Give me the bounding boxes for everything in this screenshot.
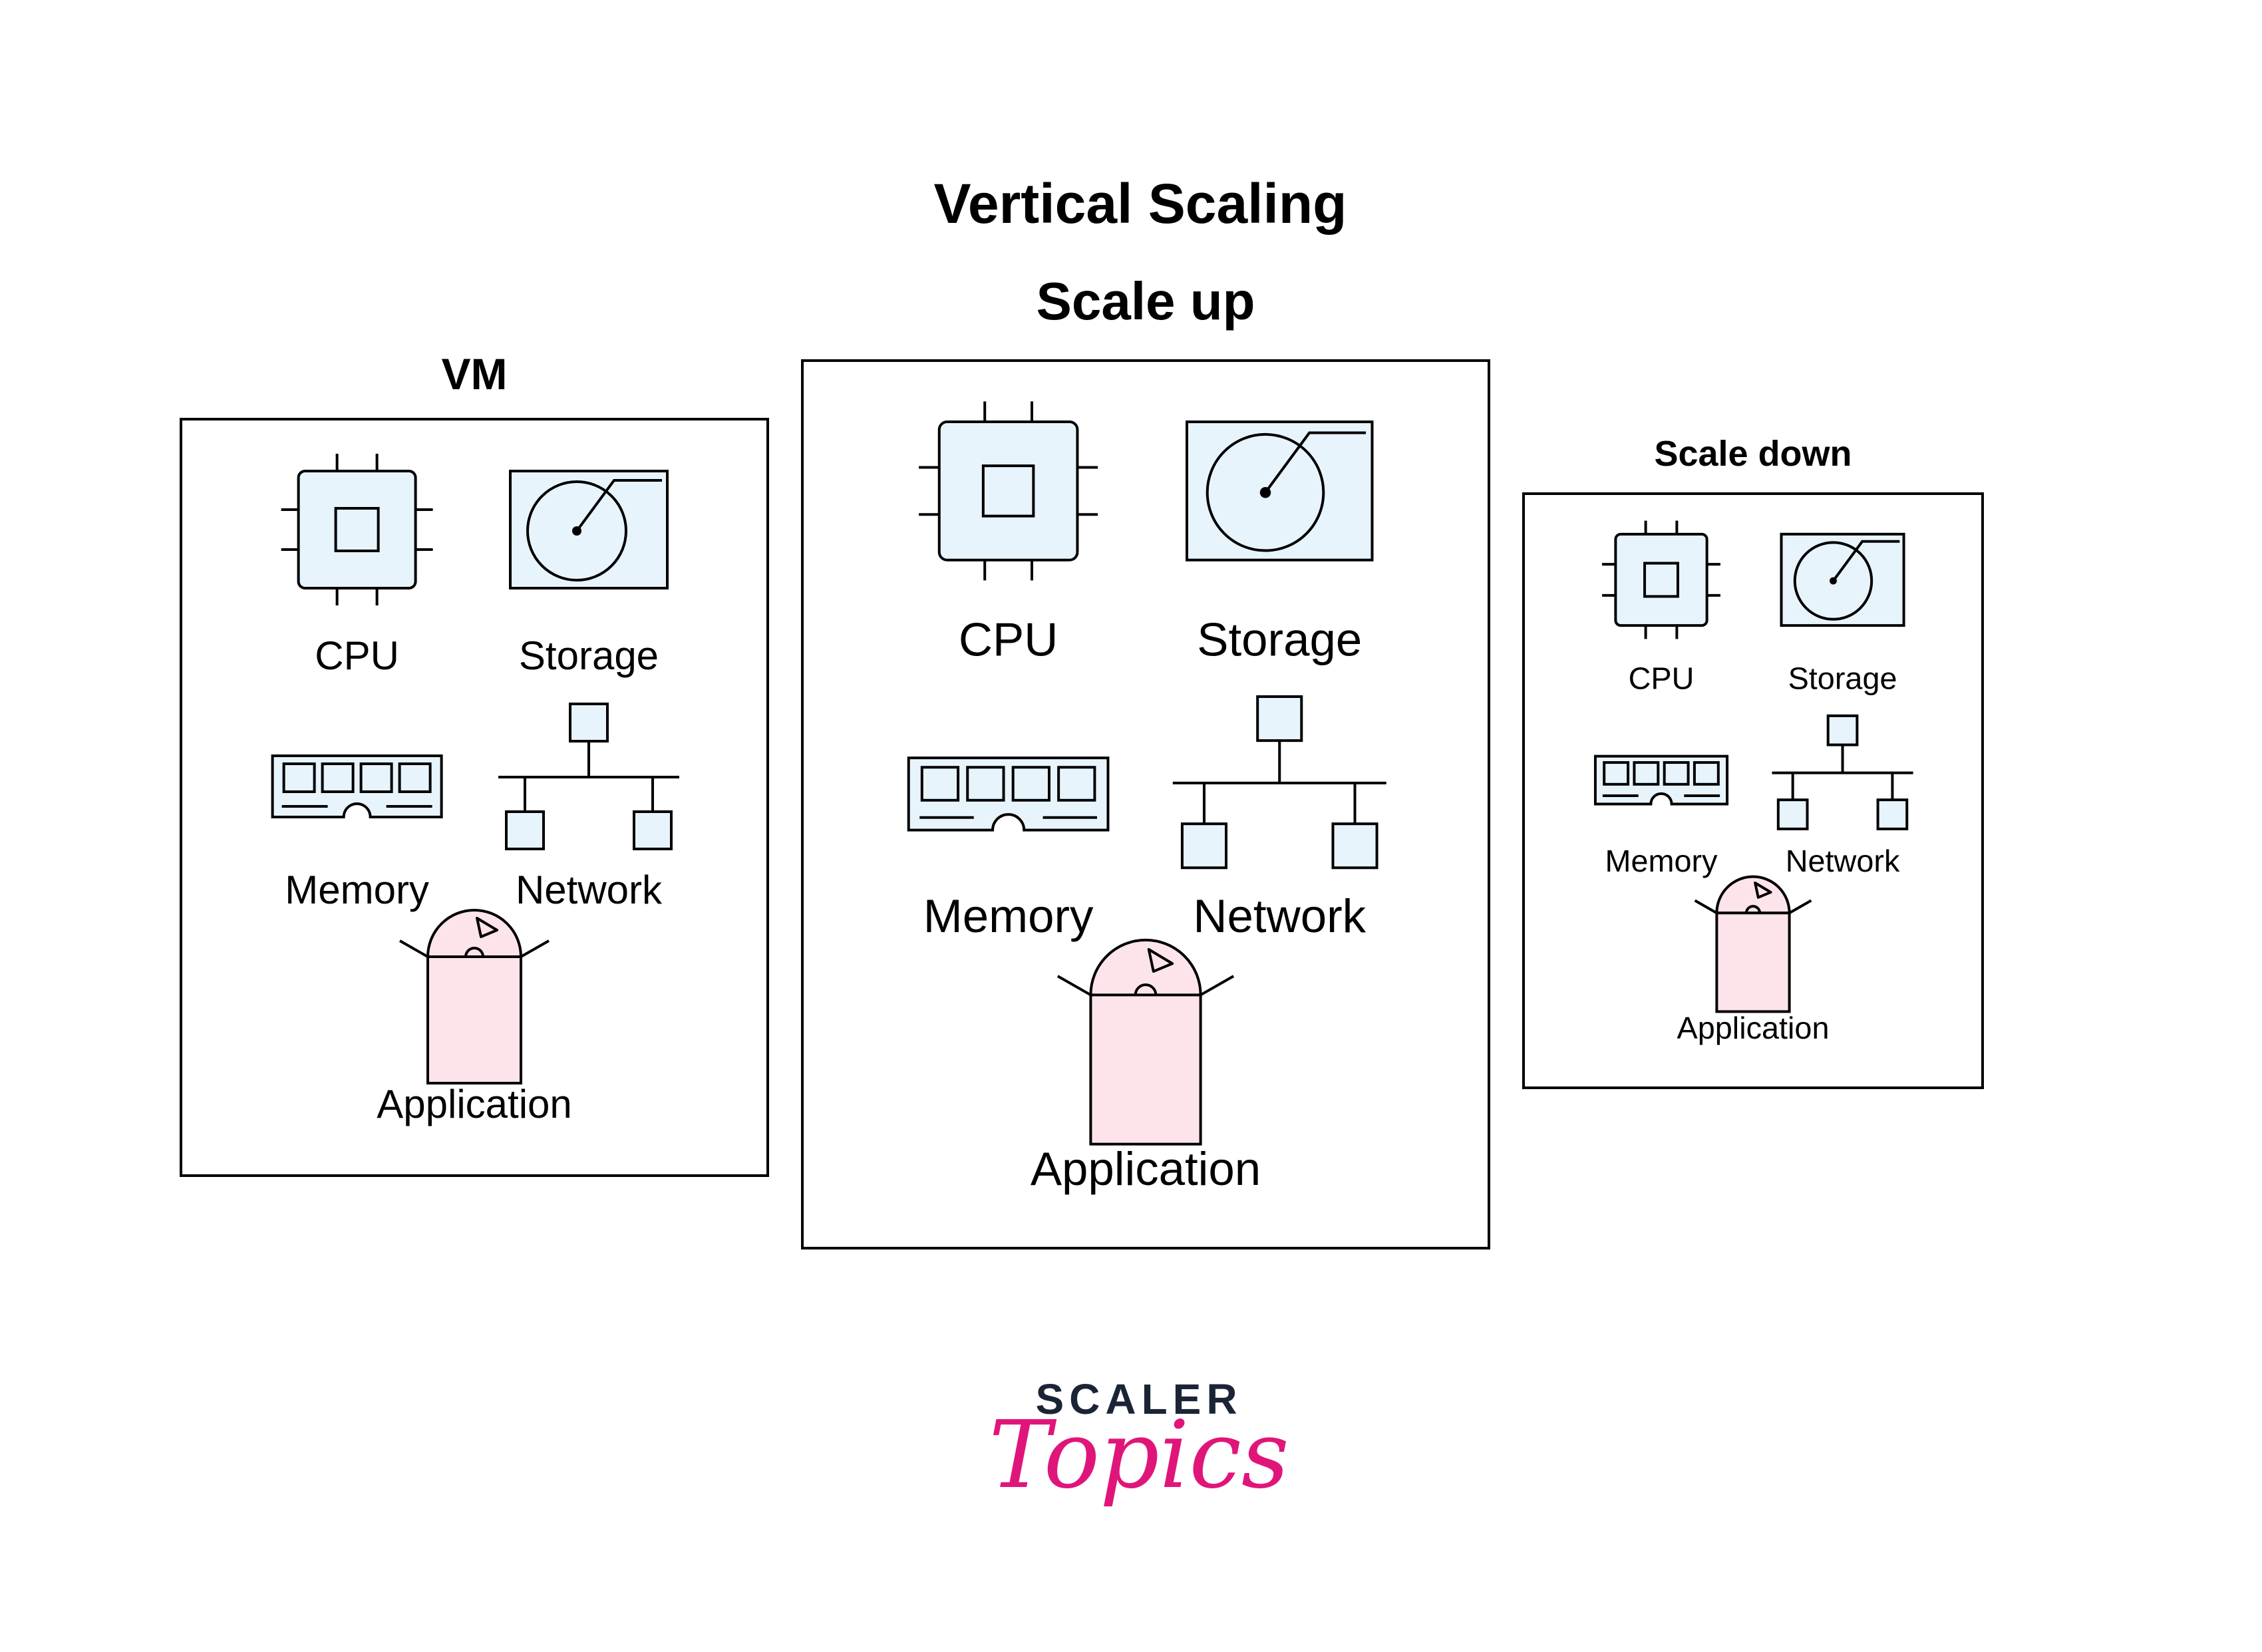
application-icon: [399, 909, 550, 1084]
label-network: Network: [1786, 844, 1900, 878]
label-memory: Memory: [1605, 844, 1718, 878]
storage-icon: [1780, 532, 1905, 627]
label-cpu: CPU: [1629, 661, 1695, 695]
label-cpu: CPU: [959, 614, 1058, 667]
brand-tagline: Topics: [989, 1401, 1289, 1510]
panel-heading-scale-down: Scale down: [1654, 434, 1852, 474]
cpu-icon: [1602, 520, 1720, 639]
panel-heading-scale-up: Scale up: [1036, 271, 1255, 331]
brand-name: SCALER: [1035, 1375, 1242, 1423]
memory-icon: [271, 754, 443, 818]
cpu-icon: [919, 401, 1098, 581]
scaler-topics-logo: SCALER Topics: [989, 1375, 1289, 1510]
label-storage: Storage: [519, 633, 659, 678]
storage-icon: [508, 470, 669, 589]
application-icon: [1694, 875, 1812, 1013]
label-network: Network: [516, 868, 663, 912]
memory-icon: [1593, 754, 1729, 806]
label-application: Application: [1677, 1011, 1830, 1045]
label-cpu: CPU: [315, 633, 399, 678]
label-storage: Storage: [1197, 614, 1362, 667]
cpu-icon: [281, 454, 433, 605]
storage-icon: [1186, 420, 1374, 562]
label-storage: Storage: [1788, 661, 1897, 695]
network-icon: [498, 703, 679, 850]
label-application: Application: [377, 1082, 572, 1126]
memory-icon: [907, 756, 1110, 832]
panel-heading-vm: VM: [442, 349, 508, 399]
label-network: Network: [1193, 890, 1366, 943]
diagram-title: Vertical Scaling: [934, 172, 1347, 235]
label-memory: Memory: [923, 890, 1094, 943]
network-icon: [1172, 695, 1386, 870]
label-application: Application: [1031, 1143, 1261, 1196]
label-memory: Memory: [285, 868, 429, 912]
network-icon: [1772, 714, 1913, 830]
application-icon: [1056, 938, 1235, 1146]
